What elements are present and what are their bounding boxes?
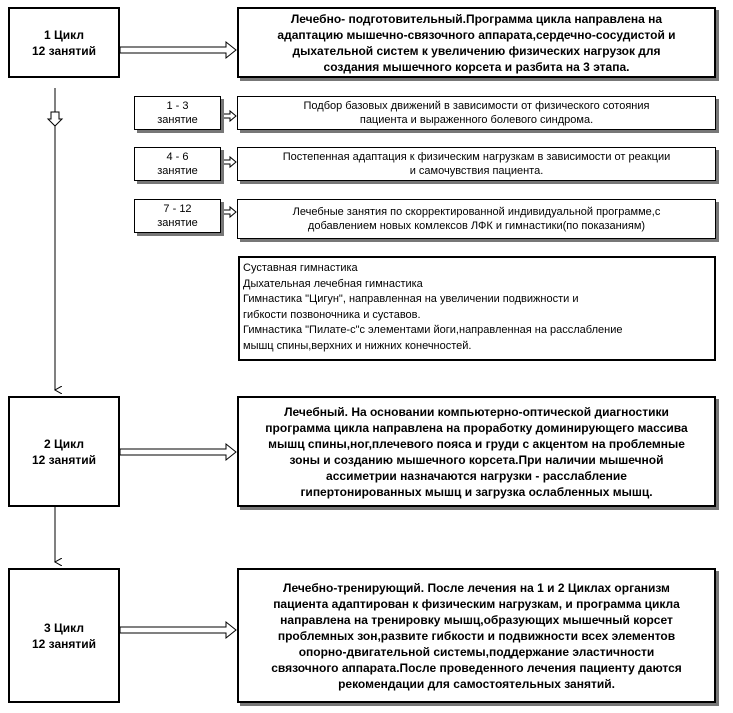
stage-3-text: Лечебные занятия по скорректированной ин… [237,199,716,239]
cycle-2-desc-line: программа цикла направлена на проработку… [265,420,688,435]
cycle-3-desc-line: проблемных зон,развите гибкости и подвиж… [277,628,676,643]
stage-1-range: 1 - 3 [166,100,189,112]
cycle-3-desc-line: опорно-двигательной системы,поддержание … [298,644,655,659]
stage-3-label: 7 - 12 занятие [134,199,221,233]
cycle-3-desc-line: пациента адаптирован к физическим нагруз… [273,596,680,611]
stage-2-text: Постепенная адаптация к физическим нагру… [237,147,716,181]
cycle-1-desc-line: дыхательной систем к увеличению физическ… [292,43,661,58]
cycle-3-desc-line: направлена на тренировку мышц,образующих… [280,612,673,627]
gymnastics-list: Суставная гимнастика Дыхательная лечебна… [238,256,716,361]
stage-1-unit: занятие [157,114,198,126]
list-item: Дыхательная лечебная гимнастика [243,277,423,290]
cycle-1-description: Лечебно- подготовительный.Программа цикл… [237,7,716,78]
cycle-1-title: 1 Цикл [44,27,84,42]
hollow-arrow-cycle2 [119,442,237,462]
cycle-2-description: Лечебный. На основании компьютерно-оптич… [237,396,716,507]
cycle-2-box: 2 Цикл 12 занятий [8,396,120,507]
stage-2-label: 4 - 6 занятие [134,147,221,181]
cycle-3-desc-line: рекомендации для самостоятельных занятий… [338,676,615,691]
stage-3-unit: занятие [157,217,198,229]
cycle-3-desc-line: связочного аппарата.После проведенного л… [271,660,682,675]
stage-2-text-line: Постепенная адаптация к физическим нагру… [282,151,671,163]
cycle-2-desc-line: ассиметрии назначаются нагрузки - рассла… [326,468,627,483]
stage-2-text-line: и самочувствия пациента. [409,165,544,177]
cycle-1-desc-line: адаптацию мышечно-связочного аппарата,се… [277,27,676,42]
cycle-3-box: 3 Цикл 12 занятий [8,568,120,703]
list-item: мышц спины,верхних и нижних конечностей. [243,339,472,352]
hollow-arrow-stage2 [221,155,237,169]
list-item: Гимнастика "Цигун", направленная на увел… [243,293,579,305]
cycle-2-desc-line: зоны и созданию мышечного корсета.При на… [289,452,664,467]
stage-2-unit: занятие [157,165,198,177]
stage-1-label: 1 - 3 занятие [134,96,221,130]
hollow-arrow-cycle1 [119,40,237,60]
cycle-2-sessions: 12 занятий [31,452,97,467]
stage-2-range: 4 - 6 [166,151,189,163]
cycle-3-sessions: 12 занятий [31,636,97,651]
cycle-1-desc-line: создания мышечного корсета и разбита на … [323,59,630,74]
cycle-2-desc-line: гипертонированных мышц и загрузка ослабл… [300,484,653,499]
hollow-arrow-stage3 [221,205,237,219]
cycle-3-title: 3 Цикл [44,620,84,635]
cycle-2-desc-line: Лечебный. На основании компьютерно-оптич… [284,404,669,419]
stage-1-text: Подбор базовых движений в зависимости от… [237,96,716,130]
cycle-2-title: 2 Цикл [44,436,84,451]
cycle-2-desc-line: мышц спины,ног,плечевого пояса и груди с… [268,436,685,451]
stage-3-range: 7 - 12 [163,203,192,215]
hollow-arrow-stage1 [221,109,237,123]
stage-3-text-line: Лечебные занятия по скорректированной ин… [292,206,661,218]
list-item: Гимнастика "Пилате-с"с элементами йоги,н… [243,324,623,336]
list-item: Суставная гимнастика [243,262,358,274]
stage-3-text-line: добавлением новых комлексов ЛФК и гимнас… [307,220,646,232]
cycle-1-desc-line: Лечебно- подготовительный.Программа цикл… [290,11,663,26]
list-item: гибкости позвоночника и суставов. [243,308,421,321]
hollow-down-arrow [46,111,64,127]
cycle-3-description: Лечебно-тренирующий. После лечения на 1 … [237,568,716,703]
cycle-3-desc-line: Лечебно-тренирующий. После лечения на 1 … [283,580,670,595]
cycle-1-sessions: 12 занятий [31,43,97,58]
stage-1-text-line: Подбор базовых движений в зависимости от… [303,100,650,112]
cycle-1-box: 1 Цикл 12 занятий [8,7,120,78]
stage-1-text-line: пациента и выраженного болевого синдрома… [359,114,594,126]
hollow-arrow-cycle3 [119,620,237,640]
